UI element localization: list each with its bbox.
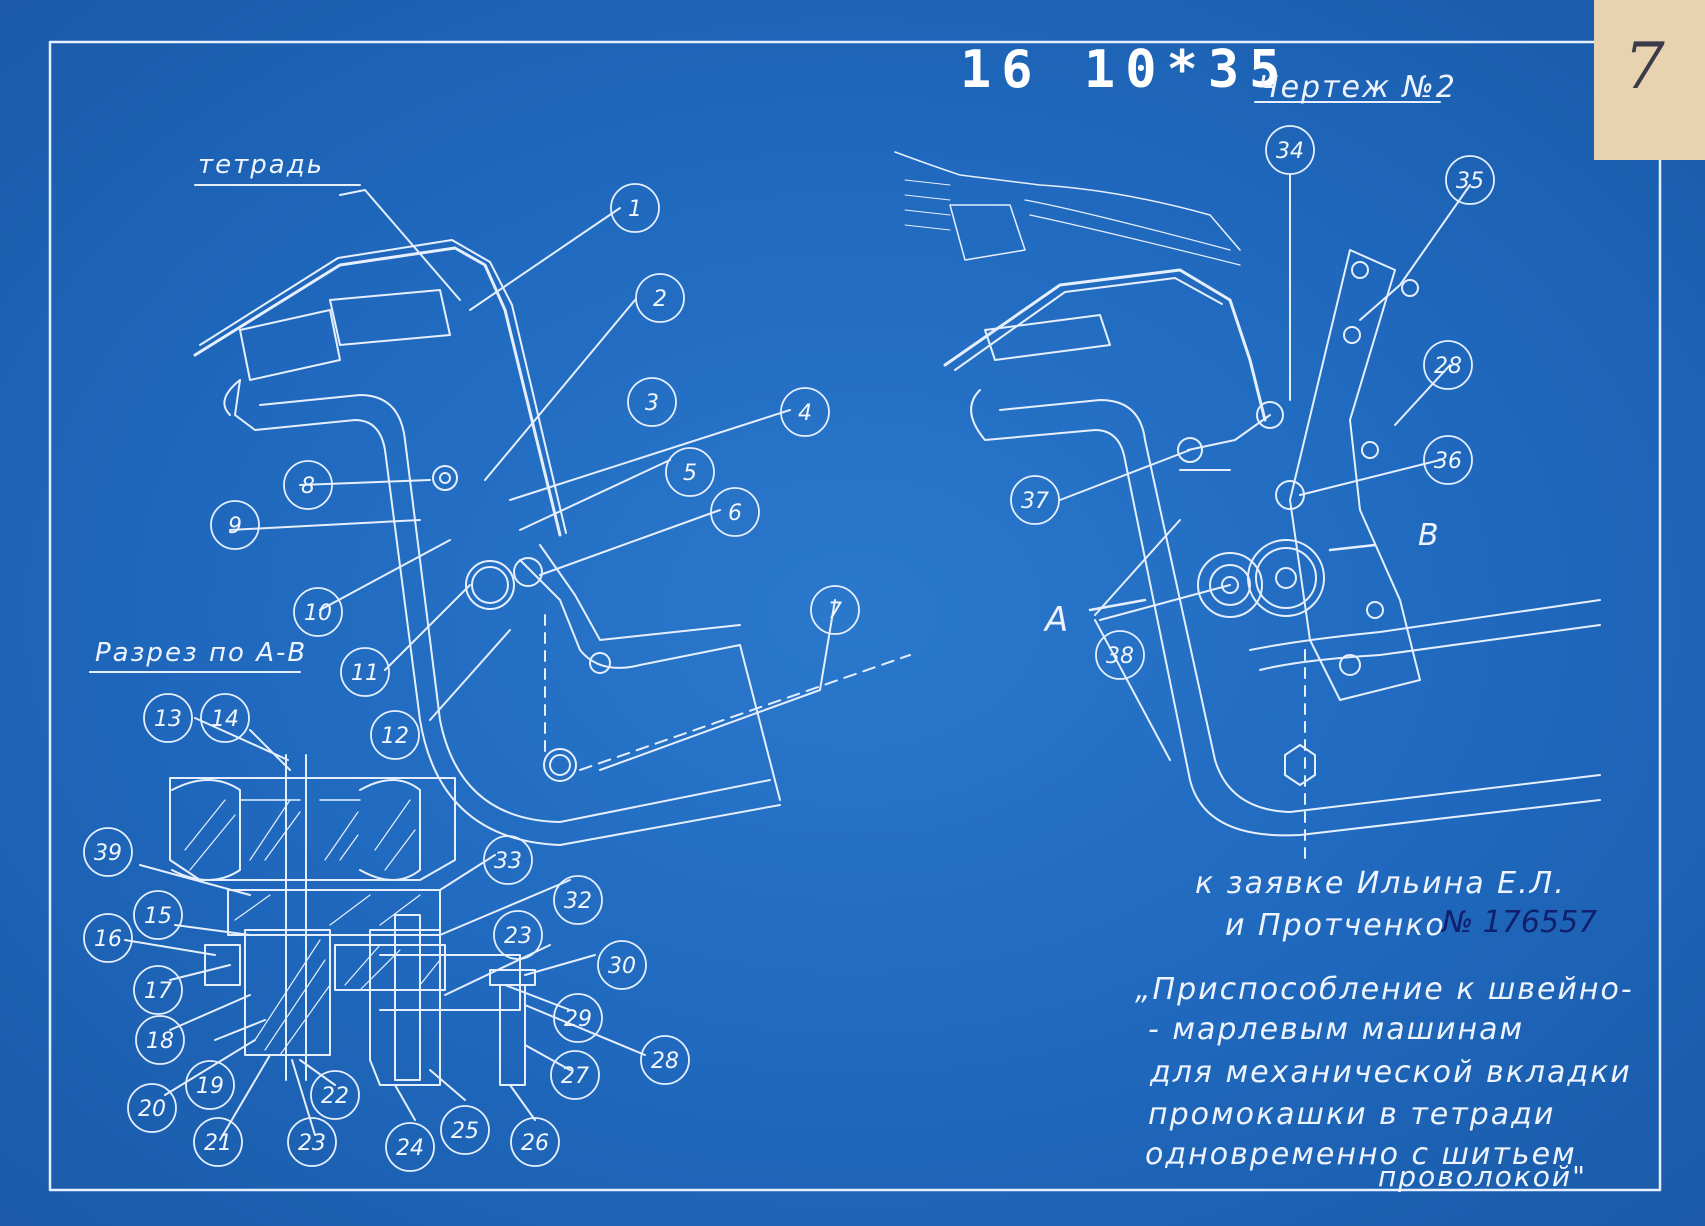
svg-text:11: 11	[351, 661, 379, 686]
svg-text:16: 16	[94, 927, 122, 952]
svg-text:19: 19	[196, 1074, 224, 1099]
section-marker-b: В	[1418, 518, 1441, 553]
svg-text:22: 22	[321, 1084, 349, 1109]
svg-text:14: 14	[211, 707, 239, 732]
frame-border	[48, 40, 1662, 1192]
svg-text:9: 9	[228, 514, 242, 539]
section-view	[89, 671, 646, 1141]
registration-number: № 176557	[1442, 905, 1598, 940]
left-view	[193, 189, 911, 846]
svg-text:4: 4	[798, 401, 812, 426]
description-line-2: - марлевым машинам	[1148, 1012, 1525, 1047]
callout-circles	[83, 125, 1495, 1172]
svg-text:37: 37	[1021, 489, 1049, 514]
description-line-6: проволокой"	[1378, 1160, 1587, 1193]
svg-text:23: 23	[504, 924, 532, 949]
stamp-number: 16 10*35	[960, 40, 1291, 100]
svg-text:28: 28	[1434, 354, 1462, 379]
svg-text:26: 26	[521, 1131, 549, 1156]
svg-text:5: 5	[683, 461, 697, 486]
svg-text:29: 29	[564, 1007, 592, 1032]
svg-text:36: 36	[1434, 449, 1462, 474]
svg-text:3: 3	[645, 391, 659, 416]
svg-text:2: 2	[653, 287, 667, 312]
description-line-5: одновременно с шитьем	[1145, 1137, 1577, 1172]
description-line-3: для механической вкладки	[1150, 1055, 1632, 1090]
svg-text:17: 17	[144, 979, 172, 1004]
svg-text:33: 33	[494, 849, 522, 874]
corner-page-number: 7	[1624, 30, 1665, 104]
svg-text:10: 10	[304, 601, 332, 626]
svg-text:1: 1	[628, 197, 642, 222]
right-view	[894, 151, 1601, 861]
drawing-label: Чертеж №2	[1258, 70, 1457, 105]
svg-text:20: 20	[138, 1097, 166, 1122]
svg-text:13: 13	[154, 707, 182, 732]
svg-text:21: 21	[204, 1131, 232, 1156]
applicant-line-1: к заявке Ильина Е.Л.	[1195, 866, 1566, 901]
svg-text:7: 7	[828, 599, 842, 624]
svg-text:39: 39	[94, 841, 122, 866]
svg-text:6: 6	[728, 501, 742, 526]
svg-text:23: 23	[298, 1131, 326, 1156]
svg-text:8: 8	[301, 474, 315, 499]
svg-text:12: 12	[381, 724, 409, 749]
notebook-label: тетрадь	[198, 150, 325, 180]
corner-tag: 7	[1594, 0, 1705, 160]
description-line-1: „Приспособление к швейно-	[1135, 972, 1634, 1007]
applicant-line-2: и Протченко	[1225, 908, 1446, 943]
section-marker-a: А	[1045, 600, 1071, 640]
svg-text:25: 25	[451, 1119, 479, 1144]
svg-text:24: 24	[396, 1136, 424, 1161]
section-label: Разрез по А-В	[95, 638, 308, 668]
svg-text:15: 15	[144, 904, 172, 929]
svg-text:34: 34	[1276, 139, 1304, 164]
svg-text:18: 18	[146, 1029, 174, 1054]
svg-text:38: 38	[1106, 644, 1134, 669]
svg-text:28: 28	[651, 1049, 679, 1074]
svg-text:27: 27	[561, 1064, 589, 1089]
description-line-4: промокашки в тетради	[1148, 1097, 1556, 1132]
svg-text:30: 30	[608, 954, 636, 979]
svg-text:32: 32	[564, 889, 592, 914]
svg-text:35: 35	[1456, 169, 1484, 194]
